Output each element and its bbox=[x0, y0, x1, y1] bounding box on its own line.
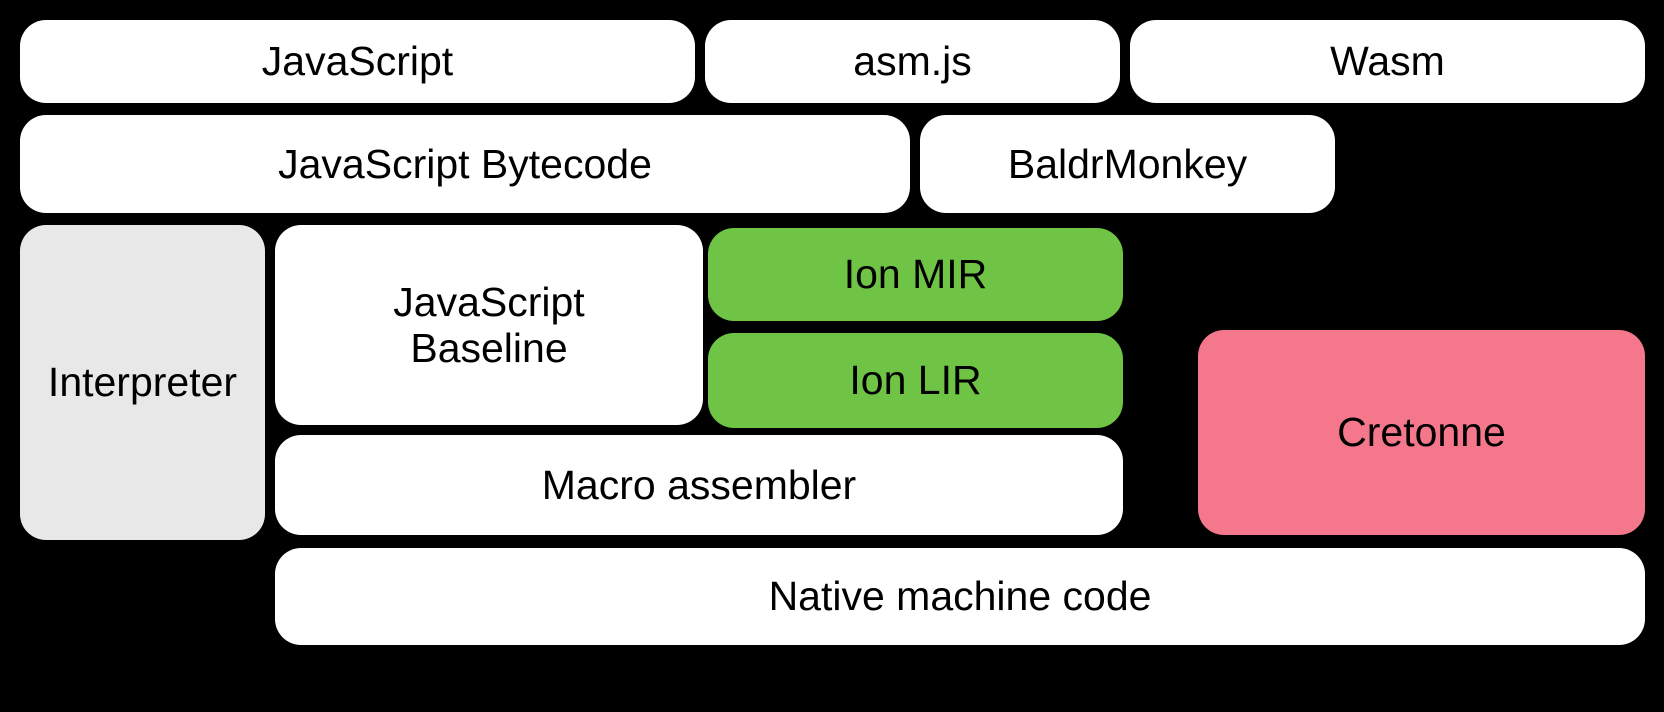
node-cretonne: Cretonne bbox=[1198, 330, 1645, 535]
node-baldrmonkey: BaldrMonkey bbox=[920, 115, 1335, 213]
node-native-machine-code: Native machine code bbox=[275, 548, 1645, 645]
node-ion-mir: Ion MIR bbox=[708, 228, 1123, 321]
node-macro-assembler: Macro assembler bbox=[275, 435, 1123, 535]
node-interpreter: Interpreter bbox=[20, 225, 265, 540]
node-javascript: JavaScript bbox=[20, 20, 695, 103]
node-asm-js: asm.js bbox=[705, 20, 1120, 103]
node-ion-lir: Ion LIR bbox=[708, 333, 1123, 428]
node-wasm: Wasm bbox=[1130, 20, 1645, 103]
node-javascript-baseline: JavaScript Baseline bbox=[275, 225, 703, 425]
node-javascript-bytecode: JavaScript Bytecode bbox=[20, 115, 910, 213]
